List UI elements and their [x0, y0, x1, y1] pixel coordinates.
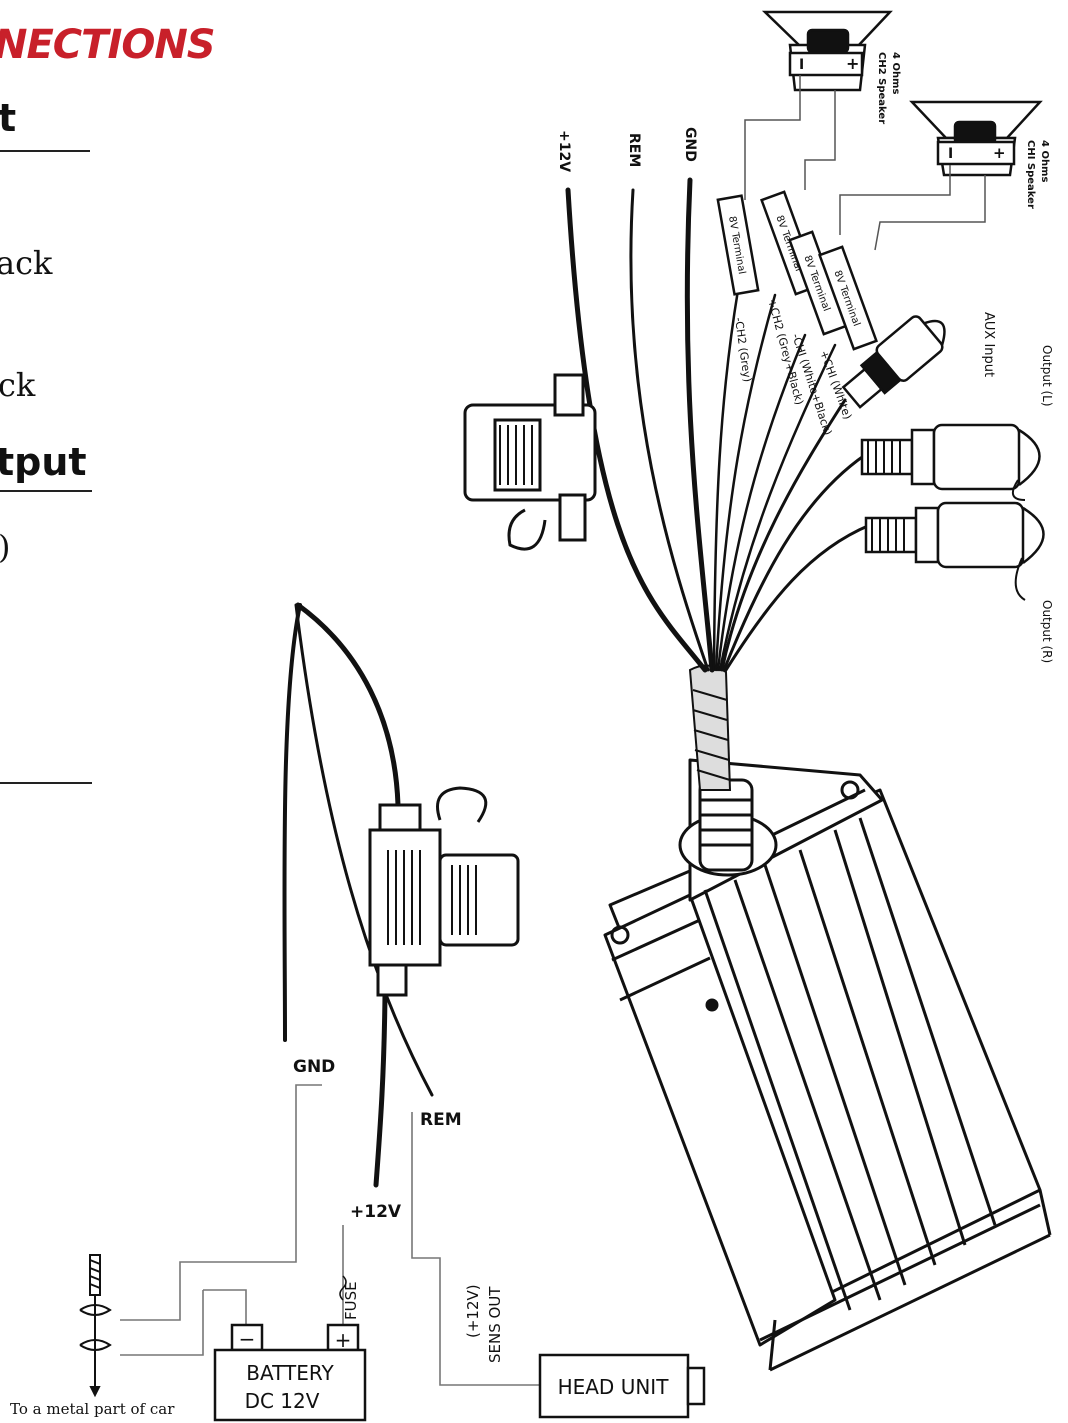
battery-label-line1: BATTERY — [246, 1361, 334, 1385]
ch1-plus-mark: + — [993, 144, 1006, 162]
subsection-heading-input: t — [0, 96, 17, 140]
label-sens-out-line1: (+12V) — [464, 1284, 482, 1338]
schematic-lines — [120, 1084, 540, 1386]
label-output-l: Output (L) — [1040, 345, 1054, 407]
legend-fragment-paren: ) — [0, 528, 10, 566]
amplifier-body — [603, 758, 1052, 1372]
subsection-heading-output: tput — [0, 440, 87, 484]
ch1-speaker-name: CHI Speaker — [1025, 140, 1036, 209]
cable-grommet — [678, 778, 778, 877]
ch2-speaker-name: CH2 Speaker — [876, 52, 887, 124]
heading-underline — [0, 490, 92, 492]
wire-bundle — [565, 177, 872, 673]
ch1-minus-mark: I — [948, 146, 953, 162]
wire-out-r — [724, 523, 872, 672]
lower-wire-plus12v-top — [295, 602, 401, 808]
amp-rib — [798, 849, 937, 1266]
amp-screw — [705, 998, 719, 1012]
top-fuse-holder — [463, 373, 597, 551]
wire-rem — [629, 188, 710, 672]
gnd-line — [120, 1084, 322, 1321]
wire-ch2-plus — [714, 293, 777, 672]
amp-end-cap-left — [603, 893, 837, 1347]
section-divider — [0, 782, 92, 784]
label-bottom-rem: REM — [420, 1110, 462, 1130]
rem-line — [411, 1112, 540, 1386]
wire-gnd — [684, 177, 715, 673]
wire-ch1-plus — [718, 343, 837, 672]
wire-plus12v — [565, 187, 708, 673]
aux-input-connector — [841, 315, 946, 409]
amp-rib — [703, 889, 852, 1311]
wire-out-l — [722, 453, 867, 672]
section-heading-connections: NECTIONS — [0, 22, 216, 68]
label-gnd: GND — [682, 127, 698, 162]
label-output-r: Output (R) — [1040, 600, 1054, 663]
lower-wire-gnd — [282, 603, 302, 1042]
label-bottom-plus12v: +12V — [350, 1202, 402, 1222]
ch2-minus-mark: I — [799, 57, 804, 73]
wire-aux — [720, 398, 847, 672]
legend-fragment-ck: ck — [0, 366, 36, 404]
battery-plus-mark: + — [335, 1328, 352, 1352]
power-wires — [282, 602, 434, 1188]
lower-wire-plus12v-bottom — [373, 992, 388, 1188]
wire-ch1-minus — [716, 333, 807, 672]
label-rem: REM — [626, 133, 642, 167]
ground-screw-icon — [79, 1254, 112, 1398]
amp-rib — [763, 864, 907, 1286]
battery-minus-mark: − — [239, 1327, 256, 1351]
output-r-connector — [864, 501, 1045, 601]
amp-mount-hole — [840, 780, 860, 800]
ch1-speaker-ohms: 4 Ohms — [1039, 140, 1050, 182]
battery-label-line2: DC 12V — [245, 1389, 320, 1413]
label-bottom-gnd: GND — [293, 1057, 335, 1077]
wire-ch2-minus — [712, 288, 740, 672]
label-fuse: FUSE — [342, 1281, 360, 1320]
amp-end-line — [619, 956, 711, 1002]
amp-mount-hole — [610, 925, 630, 945]
label-aux-input: AUX Input — [981, 312, 996, 377]
lower-fuse-holder — [368, 786, 520, 997]
output-l-connector — [860, 423, 1041, 501]
amp-bottom-corner — [768, 1319, 777, 1371]
label-plus12v: +12V — [556, 130, 572, 172]
heading-underline — [0, 150, 90, 152]
ch2-speaker — [761, 10, 893, 92]
lower-wire-rem — [294, 603, 434, 1097]
amp-bottom-corner — [1038, 1189, 1052, 1236]
ch2-speaker-ohms: 4 Ohms — [890, 52, 901, 94]
head-unit — [538, 1353, 706, 1419]
label-ground-note: To a metal part of car — [10, 1400, 175, 1418]
ch1-speaker — [909, 100, 1043, 177]
ch2-plus-mark: + — [846, 54, 859, 73]
terminal-t1: 8V Terminal — [716, 194, 760, 296]
amp-bottom-edge — [769, 1233, 1051, 1372]
amp-rib — [733, 879, 882, 1301]
head-unit-label: HEAD UNIT — [558, 1375, 670, 1399]
amp-end-line — [611, 918, 701, 962]
label-sens-out-line2: SENS OUT — [486, 1286, 504, 1363]
speaker-leads — [744, 75, 986, 251]
amp-rib — [858, 817, 997, 1226]
label-ch2-minus: -CH2 (Grey) — [732, 317, 754, 383]
fuse-symbol — [339, 1275, 347, 1301]
amp-bottom-edge — [759, 1203, 1041, 1342]
battery-minus-line — [203, 1289, 247, 1325]
amp-rib — [833, 829, 967, 1246]
legend-fragment-ack: ack — [0, 244, 53, 282]
battery — [213, 1323, 367, 1422]
ground-line-2 — [120, 1290, 204, 1356]
